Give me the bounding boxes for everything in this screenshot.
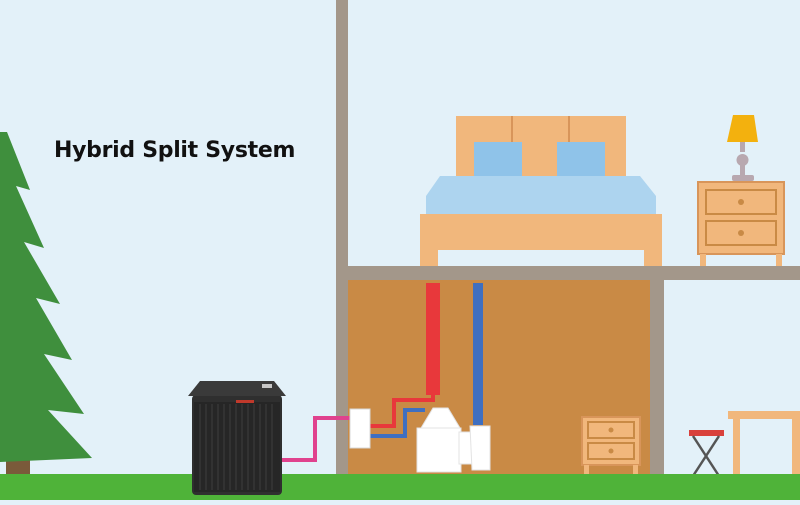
return-duct-cold <box>473 283 483 425</box>
refrigerant-line-cold <box>370 408 425 438</box>
desk-icon <box>728 411 800 476</box>
house-outer-wall <box>336 0 348 480</box>
pillow-right <box>557 142 605 178</box>
lamp-shade <box>727 115 758 142</box>
house-structure <box>336 0 800 480</box>
diagram-title: Hybrid Split System <box>54 138 296 163</box>
table-lamp-icon <box>727 115 758 181</box>
bed-mattress <box>426 176 656 214</box>
nightstand-icon <box>697 181 785 266</box>
floor-divider <box>336 266 800 280</box>
pillow-left <box>474 142 522 178</box>
grass-ground <box>0 474 800 500</box>
supply-duct-hot <box>426 283 440 395</box>
outdoor-condenser-unit-icon <box>188 381 286 495</box>
line-set-junction-box <box>349 408 371 449</box>
stool-icon <box>689 430 724 477</box>
bed-frame <box>420 214 662 250</box>
basement-nightstand-icon <box>581 416 641 476</box>
refrigerant-lines <box>282 283 483 462</box>
bed-icon <box>420 116 662 266</box>
line-set-pink <box>282 416 352 462</box>
pine-tree-icon <box>0 132 92 476</box>
basement-wall <box>650 280 664 476</box>
indoor-furnace-unit-icon <box>349 407 491 473</box>
side-room <box>664 280 800 476</box>
